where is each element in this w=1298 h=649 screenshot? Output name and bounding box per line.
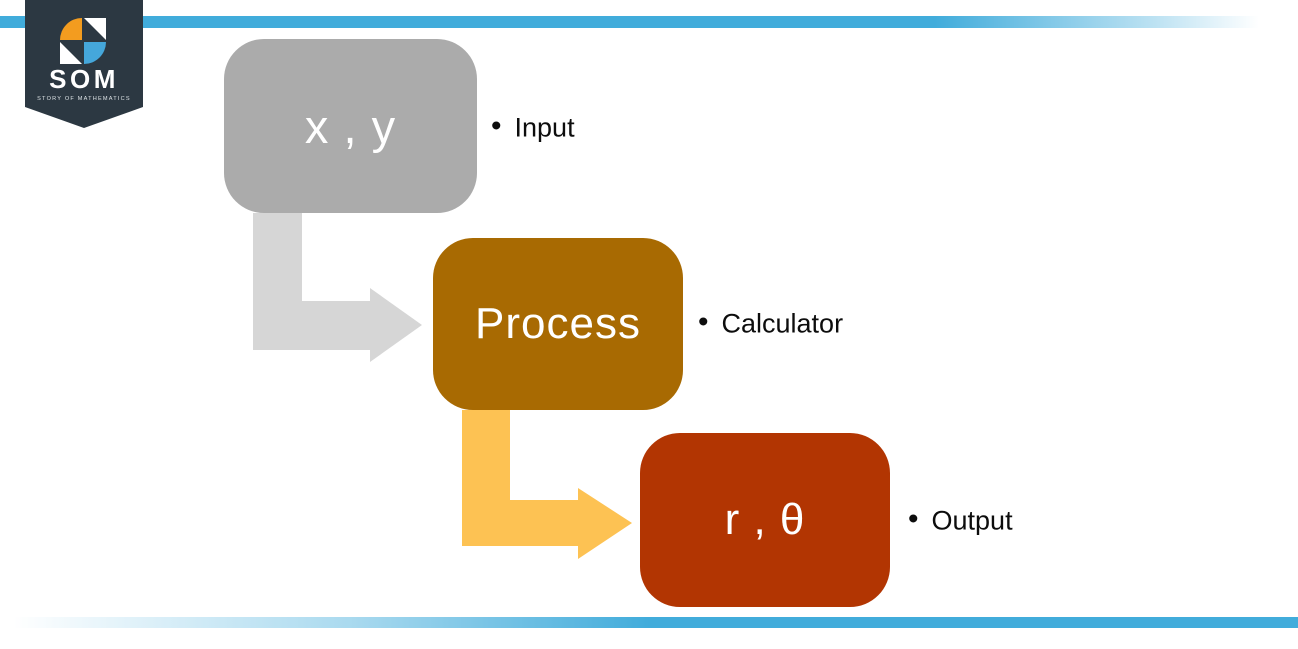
- logo-text: SOM: [49, 64, 119, 94]
- annotation-input: • Input: [491, 109, 575, 144]
- som-logo-badge: SOM STORY OF MATHEMATICS: [25, 0, 143, 128]
- node-output: r , θ: [640, 433, 890, 607]
- som-logo-mark-icon: [60, 18, 106, 64]
- node-input: x , y: [224, 39, 477, 213]
- annotation-output-label: Output: [931, 505, 1013, 536]
- annotation-process-label: Calculator: [721, 308, 844, 339]
- node-output-label: r , θ: [724, 495, 806, 544]
- node-process: Process: [433, 238, 683, 410]
- arrow-input-to-process-icon: [253, 213, 422, 362]
- annotation-process: • Calculator: [698, 305, 844, 340]
- logo-caption: STORY OF MATHEMATICS: [37, 96, 131, 102]
- bullet-icon: •: [491, 109, 502, 142]
- top-accent-bar: [0, 16, 1298, 28]
- arrow-process-to-output-icon: [462, 410, 632, 559]
- bullet-icon: •: [698, 305, 709, 338]
- bullet-icon: •: [908, 502, 919, 535]
- annotation-output: • Output: [908, 502, 1013, 537]
- annotation-input-label: Input: [514, 112, 575, 143]
- node-process-label: Process: [475, 299, 641, 348]
- bottom-accent-bar: [0, 617, 1298, 628]
- node-input-label: x , y: [304, 99, 397, 153]
